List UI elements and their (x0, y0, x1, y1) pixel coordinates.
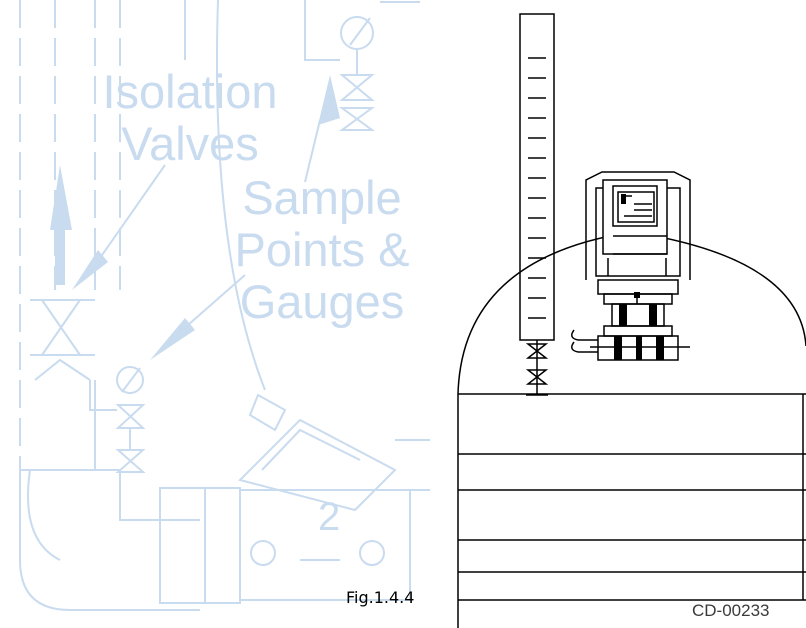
sample-label-line-3: Gauges (239, 275, 405, 328)
sample-label-line-1: Sample (242, 171, 402, 224)
isolation-label-line-2: Valves (121, 117, 259, 170)
figure-caption: Fig.1.4.4 (346, 588, 415, 607)
sample-label-line-2: Points & (234, 223, 410, 276)
sample-points-label: Sample Points & Gauges (210, 172, 434, 328)
drawing-code: CD-00233 (692, 601, 770, 620)
isolation-label-line-1: Isolation (102, 65, 278, 118)
valve-number-label: 2 (318, 495, 340, 539)
sight-gauge-ticks (528, 57, 546, 319)
isolation-valves-label: Isolation Valves (92, 66, 288, 170)
